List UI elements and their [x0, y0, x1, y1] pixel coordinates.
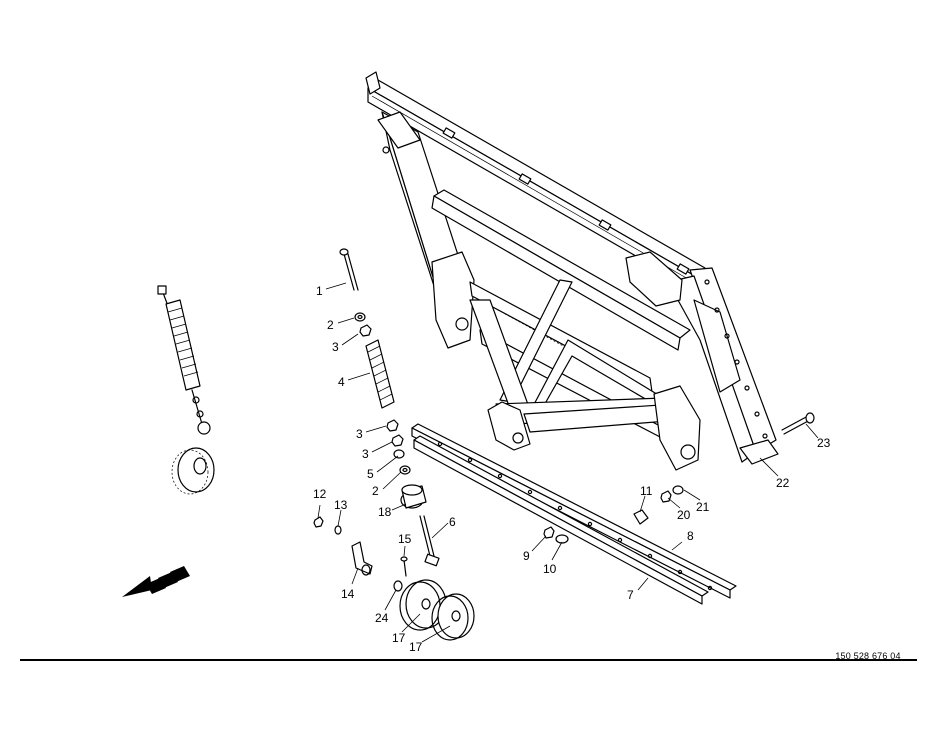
callout-17: 17: [392, 631, 406, 645]
callout-3: 3: [356, 427, 363, 441]
callout-13: 13: [334, 498, 348, 512]
callout-10: 10: [543, 562, 557, 576]
main-frame: [365, 71, 779, 471]
callout-1: 1: [316, 284, 323, 298]
drawing-number: 150 528 676 04: [835, 651, 901, 661]
callout-14: 14: [341, 587, 355, 601]
callout-11: 11: [640, 484, 653, 498]
parts-small: [313, 248, 815, 641]
callout-22: 22: [776, 476, 790, 490]
callout-8: 8: [687, 529, 694, 543]
callout-7: 7: [627, 588, 634, 602]
callout-23: 23: [817, 436, 831, 450]
spring-strut-assembly: [157, 285, 215, 495]
callout-21: 21: [696, 500, 710, 514]
bottom-rule: [20, 659, 917, 661]
callout-12: 12: [313, 487, 327, 501]
callout-5: 5: [367, 467, 374, 481]
callout-15: 15: [398, 532, 412, 546]
callout-6: 6: [449, 515, 456, 529]
callout-9: 9: [523, 549, 530, 563]
leader-lines: [317, 282, 819, 643]
callouts: 1 2 3 4 3 3 5 2 6 7 8 9 10 11 12 13 14 1…: [313, 284, 831, 654]
callout-24: 24: [375, 611, 389, 625]
callout-2: 2: [327, 318, 334, 332]
callout-2: 2: [372, 484, 379, 498]
callout-3: 3: [362, 447, 369, 461]
direction-arrow-icon: [122, 566, 190, 597]
callout-18: 18: [378, 505, 392, 519]
callout-3: 3: [332, 340, 339, 354]
callout-4: 4: [338, 375, 345, 389]
scraper-bars: [411, 423, 737, 605]
callout-17: 17: [409, 640, 423, 654]
callout-20: 20: [677, 508, 691, 522]
